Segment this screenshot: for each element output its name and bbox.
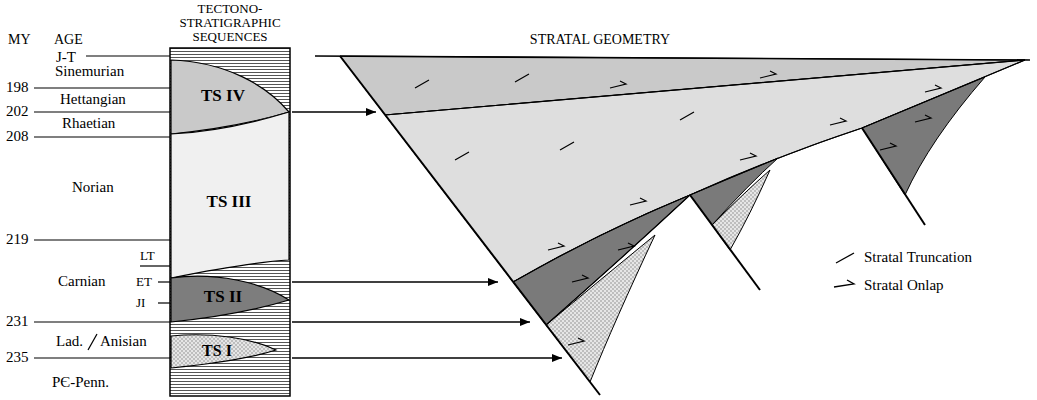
column-heading: STRATAL GEOMETRY: [530, 32, 670, 48]
age-name: Norian: [72, 179, 114, 196]
age-name: Sinemurian: [55, 63, 124, 80]
age-number: 208: [6, 128, 29, 145]
sequence-lens: TS III: [171, 110, 289, 282]
column-heading: AGE: [54, 32, 83, 48]
age-scale-lines: [34, 56, 170, 358]
fault-line: [862, 128, 925, 225]
truncation-symbol: [832, 248, 858, 266]
sequence-name: TS III: [207, 192, 252, 212]
age-line: [34, 357, 170, 358]
fault-line: [690, 195, 760, 290]
legend-text: Stratal Onlap: [864, 277, 944, 294]
sequence-lens: TS II: [171, 262, 289, 322]
age-name: Carnian: [58, 273, 105, 290]
age-line: [34, 136, 170, 137]
sequence-name: TS II: [204, 287, 242, 307]
legend-item: Stratal Truncation: [832, 248, 972, 266]
substage-name: ET: [136, 275, 152, 290]
truncation-symbol: [836, 253, 854, 263]
age-number: 231: [6, 313, 29, 330]
hatched-column: [170, 48, 290, 396]
substage-tick: [158, 281, 170, 282]
boundaries: [315, 56, 1030, 395]
sequence-boundary: [513, 60, 1025, 282]
lens-outline: [171, 112, 289, 278]
column-heading: TECTONO- STRATIGRAPHIC SEQUENCES: [165, 2, 295, 44]
age-name: Anisian: [100, 333, 147, 350]
ts2-wedge: [690, 158, 778, 225]
sequence-boundary: [385, 60, 1025, 115]
age-name: PЄ-Penn.: [52, 374, 109, 391]
legend-item: Stratal Onlap: [832, 276, 944, 294]
correlation-arrow: [292, 321, 530, 322]
age-number: 219: [6, 231, 29, 248]
lens-outline: [171, 276, 289, 322]
age-number: 198: [6, 79, 29, 96]
sequence-boundary: [546, 195, 690, 325]
substage-tick: [140, 265, 170, 266]
onlap-marks: [548, 71, 941, 345]
top-surface: [315, 56, 1030, 60]
substage-name: JI: [136, 296, 145, 311]
age-line: [34, 239, 170, 240]
correlation-arrow: [292, 111, 376, 112]
column-heading: MY: [8, 32, 31, 48]
onlap-symbol: [834, 280, 854, 287]
legend-text: Stratal Truncation: [864, 249, 972, 266]
correlation-arrow: [292, 357, 562, 358]
sequence-column: TECTONO- STRATIGRAPHIC SEQUENCES TS IV TS …: [165, 2, 295, 398]
age-name: Hettangian: [60, 91, 126, 108]
age-line: [34, 111, 170, 112]
age-line: [34, 321, 170, 322]
lens-outline: [171, 335, 276, 368]
ts3-wedge: [385, 60, 1025, 282]
age-number: 202: [6, 103, 29, 120]
age-name: Rhaetian: [62, 115, 115, 132]
ts2-wedge: [513, 195, 690, 325]
stage-slash: [88, 334, 97, 350]
ts2-wedge: [862, 77, 985, 195]
substage-name: LT: [140, 249, 155, 264]
sequence-name: TS IV: [201, 86, 245, 106]
fault-line: [340, 56, 600, 395]
correlation-arrow: [292, 281, 498, 282]
sequence-lens: TS I: [171, 328, 289, 368]
age-line: [34, 87, 170, 88]
substage-tick: [158, 302, 170, 303]
truncation-marks: [415, 74, 694, 160]
age-name: Lad.: [56, 333, 83, 350]
sequence-name: TS I: [202, 342, 232, 360]
correlation-arrows: [292, 112, 562, 358]
age-line: [86, 55, 170, 56]
age-number: 235: [6, 349, 29, 366]
sequence-fills: [340, 56, 1025, 382]
onlap-symbol: [832, 276, 858, 294]
